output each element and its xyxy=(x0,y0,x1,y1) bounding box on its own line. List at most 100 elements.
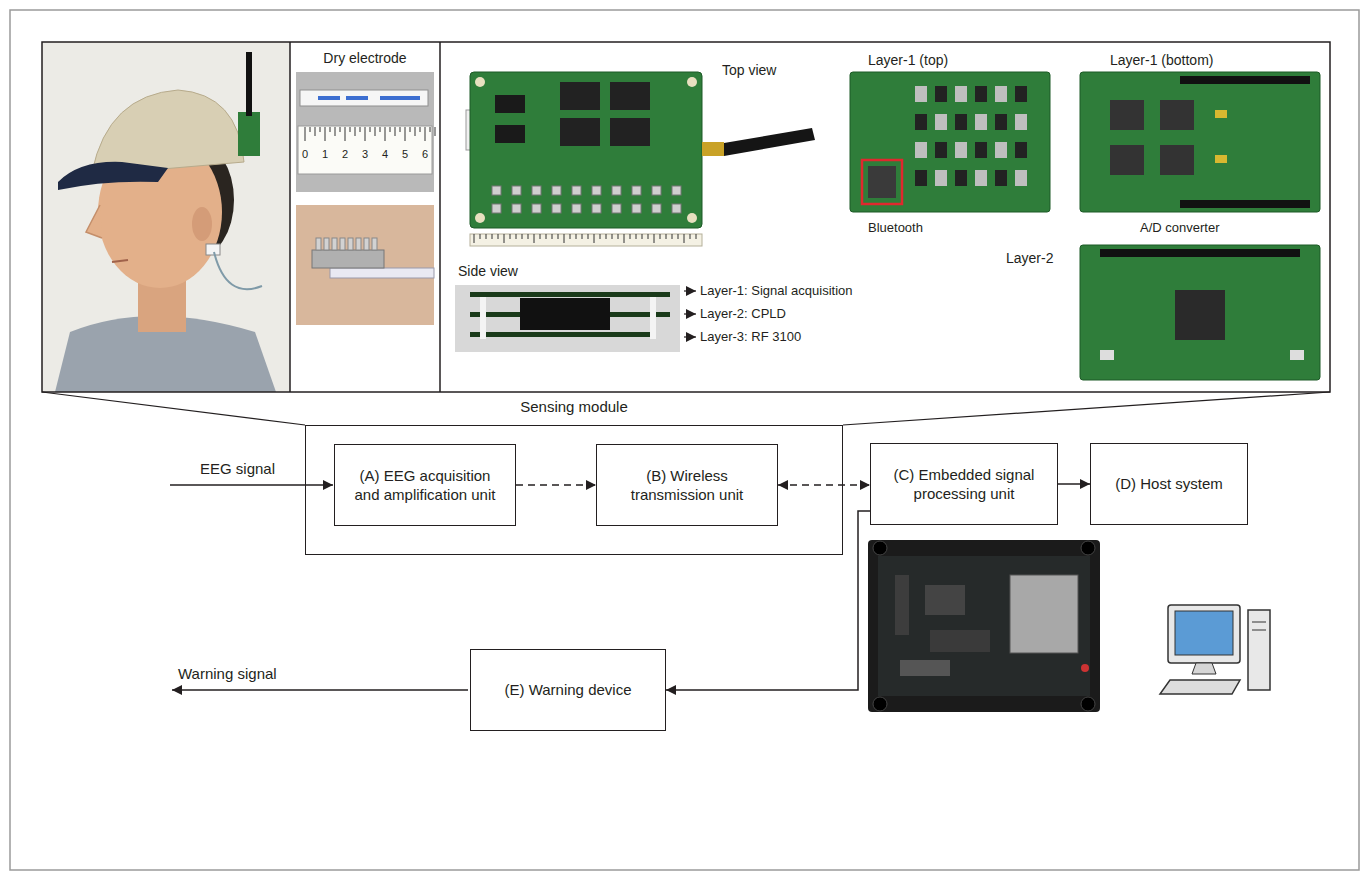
board-button xyxy=(592,186,601,195)
computer-icon xyxy=(1192,663,1216,674)
embedded-board-photo xyxy=(1081,541,1095,555)
board-photo xyxy=(1080,72,1320,212)
box-label: (A) EEG acquisition and amplification un… xyxy=(345,466,505,505)
ruler-tick xyxy=(546,234,547,239)
board-buttons xyxy=(492,186,681,213)
ruler-tick xyxy=(480,234,481,239)
ruler-tick xyxy=(594,234,595,243)
embedded-board-photo xyxy=(873,541,887,555)
board-button xyxy=(632,204,641,213)
ruler-tick xyxy=(558,234,559,239)
process-box: (B) Wireless transmission unit xyxy=(596,444,778,526)
module-group: Sensing module(A) EEG acquisition and am… xyxy=(305,425,843,555)
electrode-pin xyxy=(324,238,329,250)
computer-icon xyxy=(1252,630,1266,631)
ruler-tick xyxy=(425,127,426,141)
board-button xyxy=(592,204,601,213)
embedded-board-photo xyxy=(900,660,950,676)
ruler-tick xyxy=(690,234,691,239)
board-photo xyxy=(1100,249,1300,257)
board-part xyxy=(955,142,967,158)
process-box: (D) Host system xyxy=(1090,443,1248,525)
electrode-photo xyxy=(296,72,434,192)
ruler-tick xyxy=(474,234,475,243)
board-part xyxy=(955,170,967,186)
connector-arrow xyxy=(516,484,596,486)
ruler-number: 1 xyxy=(322,148,328,161)
view-label: Top view xyxy=(722,62,776,79)
electrode-photo xyxy=(380,96,420,100)
ruler-tick xyxy=(570,234,571,239)
board-part xyxy=(915,170,927,186)
embedded-board-photo xyxy=(1081,697,1095,711)
board-button xyxy=(552,204,561,213)
board-photo xyxy=(1160,145,1194,175)
board-button xyxy=(552,186,561,195)
ruler-tick xyxy=(390,127,391,132)
electrode-pin xyxy=(340,238,345,250)
board-button xyxy=(672,186,681,195)
board-parts xyxy=(915,86,1027,186)
ruler-tick xyxy=(385,127,386,141)
board-photo xyxy=(495,125,525,143)
ruler-number: 2 xyxy=(342,148,348,161)
board-button xyxy=(612,186,621,195)
person-photo xyxy=(58,162,168,190)
ruler-ticks xyxy=(305,127,435,141)
board-button xyxy=(572,186,581,195)
ruler-tick xyxy=(678,234,679,239)
person-photo xyxy=(192,207,212,241)
box-label: (C) Embedded signal processing unit xyxy=(881,465,1047,504)
board-photo xyxy=(1180,200,1310,208)
board-button xyxy=(512,204,521,213)
electrode-pin xyxy=(332,238,337,250)
ruler-tick xyxy=(435,127,436,136)
ruler-number: 6 xyxy=(422,148,428,161)
board-photo xyxy=(1290,350,1304,360)
process-box: (E) Warning device xyxy=(470,649,666,731)
board-button xyxy=(492,204,501,213)
board-button xyxy=(512,186,521,195)
ruler-tick xyxy=(380,127,381,132)
ruler-tick xyxy=(320,127,321,132)
board-photo xyxy=(560,118,600,146)
ruler-tick xyxy=(684,234,685,243)
ruler-tick xyxy=(630,234,631,239)
ruler-tick xyxy=(606,234,607,239)
computer-icon xyxy=(1160,680,1240,694)
computer-icon xyxy=(1248,610,1270,690)
board-photo xyxy=(702,142,724,156)
electrode-pin xyxy=(348,238,353,250)
ruler-number: 4 xyxy=(382,148,388,161)
side-view-photo xyxy=(650,297,656,339)
ruler-number: 3 xyxy=(362,148,368,161)
board-part xyxy=(1015,114,1027,130)
ruler-tick xyxy=(486,234,487,239)
board-photo xyxy=(1110,145,1144,175)
ruler-tick xyxy=(335,127,336,136)
layer-label: Layer-1: Signal acquisition xyxy=(700,283,852,299)
ruler-tick xyxy=(522,234,523,239)
process-box: (A) EEG acquisition and amplification un… xyxy=(334,444,516,526)
embedded-board-photo xyxy=(868,540,1100,712)
board-button xyxy=(572,204,581,213)
connector-arrow xyxy=(778,484,870,486)
ruler-tick xyxy=(370,127,371,132)
electrode-photo xyxy=(296,72,435,325)
output-arrow xyxy=(172,689,468,691)
board-photo xyxy=(1080,245,1320,380)
board-button xyxy=(632,186,641,195)
person-photo xyxy=(42,42,290,392)
board-photo xyxy=(1080,245,1320,380)
electrode-photo xyxy=(298,126,432,174)
side-view-photo xyxy=(455,285,680,352)
ruler-tick xyxy=(618,234,619,239)
board-part xyxy=(915,86,927,102)
board-photo xyxy=(610,118,650,146)
board-photo xyxy=(1215,155,1227,163)
embedded-board-photo xyxy=(895,575,909,635)
ruler-tick xyxy=(350,127,351,132)
board-part xyxy=(995,142,1007,158)
connector-arrow xyxy=(1058,483,1090,485)
board-part xyxy=(955,86,967,102)
